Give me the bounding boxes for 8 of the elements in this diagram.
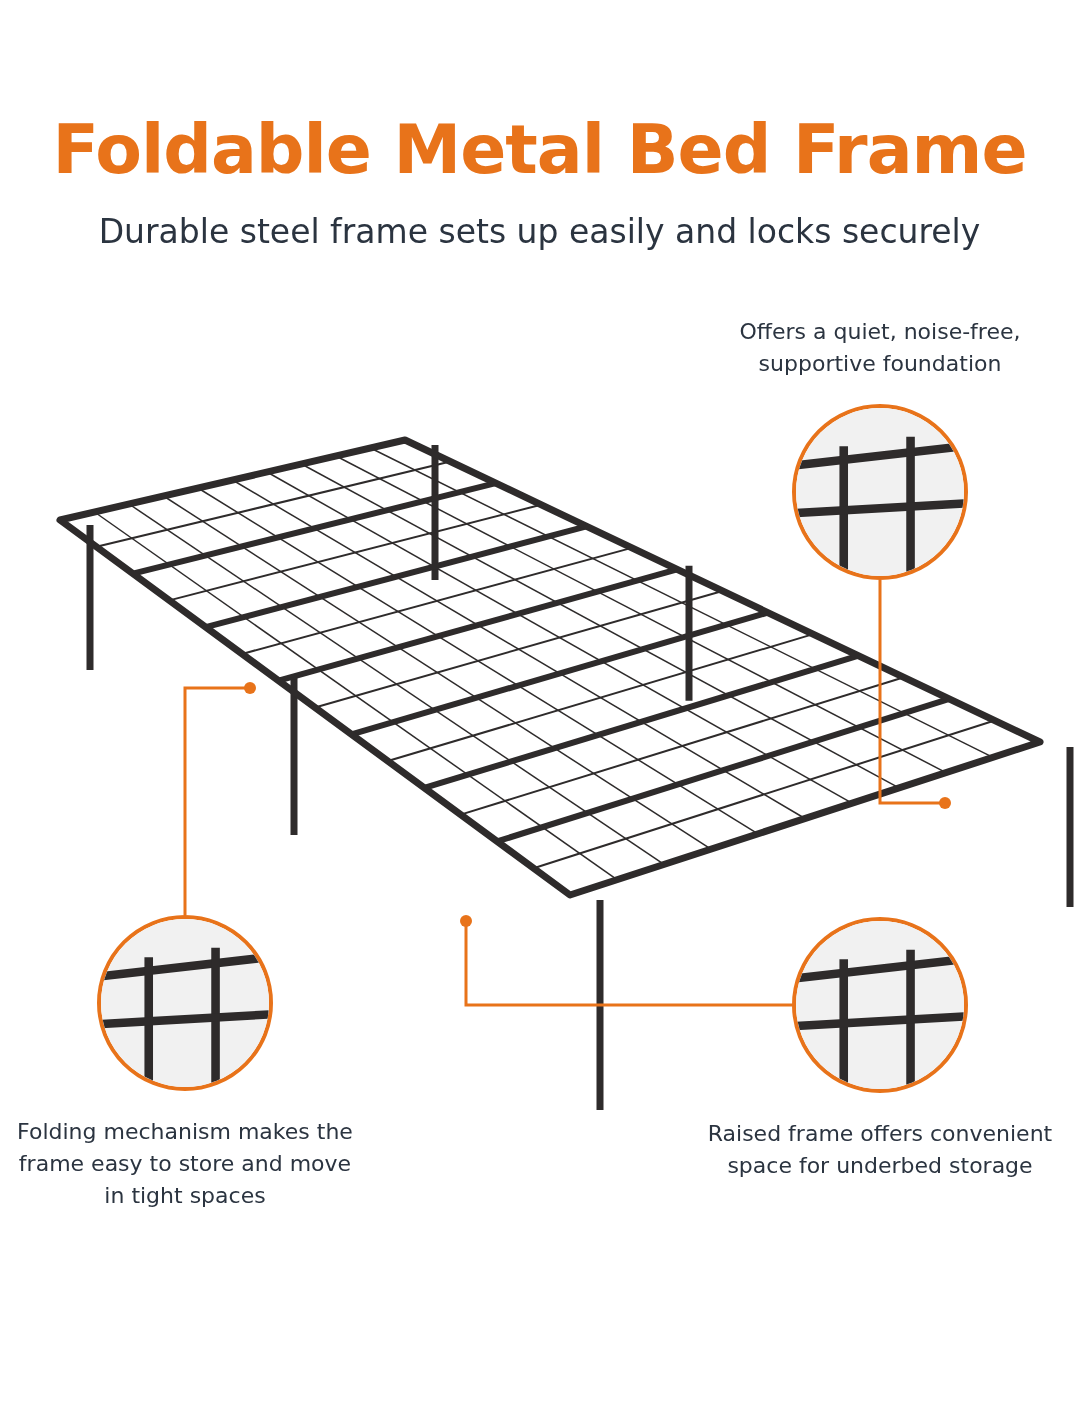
leader-line: [183, 682, 256, 915]
subtitle: Durable steel frame sets up easily and locks securely: [97, 212, 982, 251]
feature-caption: Offers a quiet, noise-free, supportive foundation: [738, 318, 1022, 378]
title: Foldable Metal Bed Frame: [51, 110, 1028, 189]
feature-caption: Folding mechanism makes the frame easy to store and move in tight spaces: [16, 1118, 354, 1210]
leader-line: [878, 580, 951, 809]
feature-caption: Raised frame offers convenient space for underbed storage: [706, 1120, 1054, 1180]
leader-line: [460, 915, 792, 1007]
